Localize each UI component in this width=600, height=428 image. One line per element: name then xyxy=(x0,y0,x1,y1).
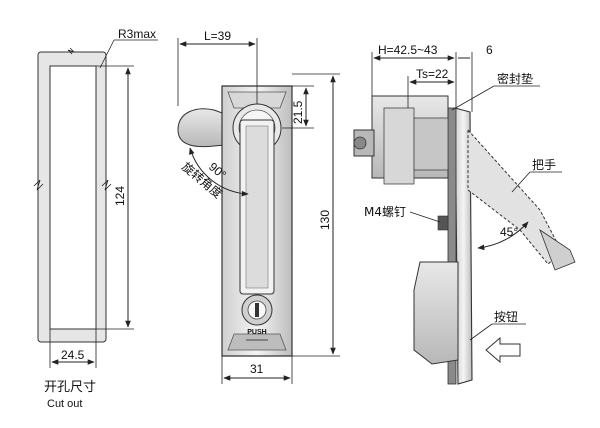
side-nut-bolt xyxy=(353,136,367,150)
screw-leader xyxy=(409,211,441,223)
button-label: 按钮 xyxy=(494,309,518,324)
gasket-label: 密封垫 xyxy=(497,71,533,86)
break-mark-top xyxy=(67,47,75,55)
push-arrow-icon xyxy=(485,336,521,364)
front-handle-recess xyxy=(245,125,269,289)
handle-label: 把手 xyxy=(532,158,556,172)
handle-leader xyxy=(511,171,531,193)
break-mark-left xyxy=(33,179,44,191)
cutout-title-cn: 开孔尺寸 xyxy=(44,380,96,395)
side-six-label: 6 xyxy=(486,43,493,57)
cutout-height-label: 124 xyxy=(113,186,127,206)
side-m4-screw xyxy=(437,215,449,231)
cutout-width-label: 24.5 xyxy=(61,348,85,362)
cutout-opening xyxy=(49,65,97,330)
side-handle-open xyxy=(467,128,563,265)
side-ts-label: Ts=22 xyxy=(416,67,449,81)
side-button-housing xyxy=(413,261,459,365)
rotation-arc xyxy=(189,147,249,197)
side-view: H=42.5~43 6 Ts=22 密封垫 把手 M4螺钉 45° 按钮 xyxy=(353,43,576,385)
open-angle-label: 45° xyxy=(500,225,518,239)
side-spindle xyxy=(413,117,449,171)
cutout-view: R3max 124 24.5 开孔尺寸 Cut out xyxy=(33,27,158,410)
radius-label: R3max xyxy=(118,27,156,41)
front-offset-label: 21.5 xyxy=(291,100,305,124)
side-gasket xyxy=(447,107,457,385)
screw-label: M4螺钉 xyxy=(364,205,406,219)
side-handle-tip xyxy=(539,228,576,271)
front-bottom-bevel xyxy=(227,333,287,351)
front-height-label: 130 xyxy=(318,210,332,230)
keyhole-icon xyxy=(255,303,259,317)
push-text: PUSH xyxy=(247,329,266,336)
side-cam-housing xyxy=(383,107,415,185)
front-top-width-label: L=39 xyxy=(204,29,231,43)
gasket-leader xyxy=(451,85,495,111)
button-leader xyxy=(469,323,493,341)
front-bottom-width-label: 31 xyxy=(250,362,264,376)
front-view: PUSH L=39 21.5 130 旋转角度 90° 31 xyxy=(177,29,340,384)
break-mark-right xyxy=(101,179,112,191)
open-angle-arc xyxy=(477,221,529,251)
radius-leader xyxy=(99,39,115,69)
cutout-title-en: Cut out xyxy=(47,398,82,410)
side-h-label: H=42.5~43 xyxy=(378,43,438,57)
